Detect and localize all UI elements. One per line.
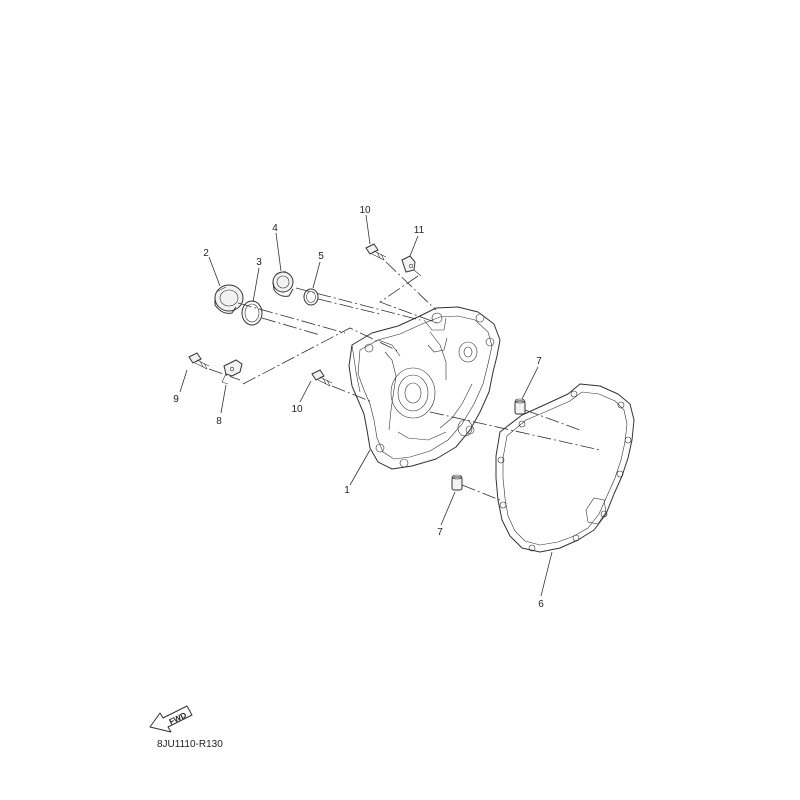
- callout-7-lower: 7: [437, 527, 443, 538]
- clamp-left: [221, 359, 243, 385]
- callout-6: 6: [538, 599, 544, 610]
- callout-2: 2: [203, 248, 209, 259]
- bolt-top: [365, 243, 387, 261]
- fwd-arrow-icon: FWD: [149, 705, 193, 733]
- reference-code: 8JU1110-R130: [157, 739, 223, 750]
- callout-8: 8: [216, 416, 222, 427]
- bolt-middle: [311, 369, 333, 387]
- o-ring-large: [241, 300, 263, 326]
- callout-1: 1: [344, 485, 350, 496]
- dowel-pin-lower: [451, 474, 463, 491]
- callout-9: 9: [173, 394, 179, 405]
- leader-lines: [179, 214, 553, 597]
- plug-small: [272, 270, 294, 297]
- callout-10-top: 10: [359, 205, 371, 216]
- callout-4: 4: [272, 223, 278, 234]
- callout-10-middle: 10: [291, 404, 303, 415]
- callout-7-upper: 7: [536, 356, 542, 367]
- callout-3: 3: [256, 257, 262, 268]
- gasket: [495, 383, 635, 553]
- o-ring-small-inner: [306, 291, 316, 303]
- plug: [214, 284, 244, 314]
- o-ring-large-inner: [244, 303, 260, 323]
- callout-numbers: 2 3 4 5 10 11 9 8 10 1 7 7 6: [173, 205, 544, 610]
- crankcase-cover: [348, 306, 501, 470]
- dowel-pin-upper: [514, 398, 526, 415]
- o-ring-small: [303, 288, 319, 306]
- fwd-label: FWD: [168, 710, 189, 726]
- bolt-left: [188, 352, 210, 370]
- clamp-top: [401, 255, 422, 277]
- assembly-lines: [208, 261, 601, 501]
- callout-5: 5: [318, 251, 324, 262]
- callout-11: 11: [414, 225, 425, 236]
